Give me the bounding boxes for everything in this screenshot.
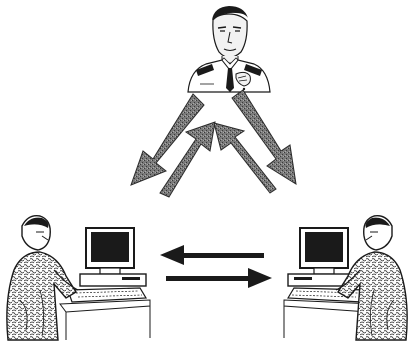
arrow-right-to-left — [160, 245, 264, 265]
supervisor-portrait-icon — [187, 6, 271, 93]
arrow-left-to-right — [166, 268, 272, 288]
arrow-supervisor-to-right — [231, 89, 297, 185]
arrow-left-to-supervisor — [159, 121, 216, 198]
arrow-supervisor-to-left — [130, 93, 205, 186]
arrow-right-to-supervisor — [213, 122, 277, 194]
operator-at-computer-icon-right — [283, 215, 408, 341]
operator-at-computer-icon-left — [6, 215, 151, 341]
